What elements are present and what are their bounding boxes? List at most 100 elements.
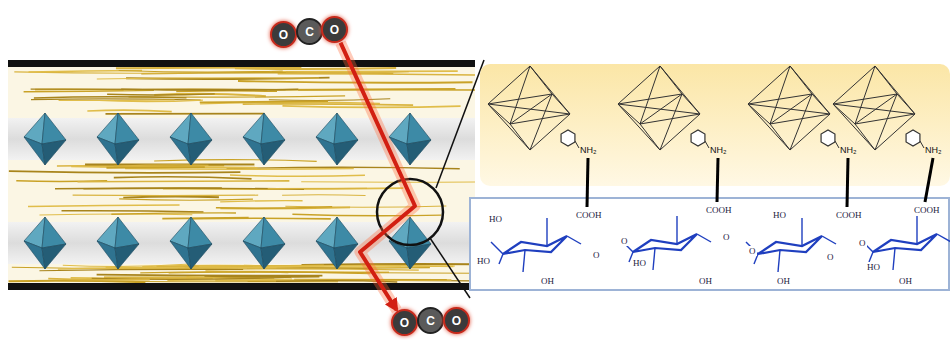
cage-edge: [833, 104, 915, 114]
sugar-ring: [758, 236, 822, 254]
cage-edge: [748, 104, 790, 150]
cage-edge: [770, 94, 812, 124]
chem-label: HO: [488, 214, 503, 224]
cage-edge: [510, 124, 530, 150]
cage-edge: [618, 104, 660, 150]
cage-edge: [833, 94, 897, 104]
cage-edge: [488, 104, 530, 150]
cage-face: [97, 137, 118, 165]
graphene-sheet: [191, 217, 331, 219]
graphene-sheet: [107, 94, 215, 95]
chem-label: COOH: [575, 210, 603, 220]
graphene-sheet: [114, 177, 252, 179]
chem-label: COOH: [913, 205, 941, 215]
sugar-bond: [567, 236, 581, 244]
graphene-sheet: [111, 213, 236, 214]
graphene-sheet: [235, 68, 396, 69]
graphene-sheet: [243, 104, 413, 105]
sugar-bond: [546, 218, 547, 246]
chem-label: O: [592, 250, 601, 260]
graphene-sheet: [253, 266, 453, 268]
graphene-sheet: [286, 72, 409, 73]
phenyl-ring: [561, 130, 575, 146]
cage-face: [407, 244, 431, 269]
graphene-sheet: [216, 207, 332, 209]
cage-edge: [618, 94, 682, 104]
graphene-sheet: [9, 171, 240, 173]
cage-face: [42, 217, 66, 248]
chem-label: HO: [866, 262, 881, 272]
chem-label: COOH: [705, 205, 733, 215]
graphene-sheet: [85, 163, 254, 165]
cage-edge: [855, 124, 875, 150]
cage-face: [188, 113, 212, 144]
chem-label: NH₂: [580, 145, 597, 155]
diffusion-arrow: [341, 43, 415, 311]
graphene-sheet: [123, 196, 219, 197]
sugar-chain: [491, 216, 950, 272]
cage-face: [115, 244, 139, 269]
graphene-sheet: [119, 70, 283, 72]
sugar-bond: [801, 218, 802, 246]
cage-edge: [488, 94, 552, 104]
atom-label: O: [279, 28, 288, 42]
cage-face: [334, 217, 358, 248]
cage-face: [261, 244, 285, 269]
cage-edge: [552, 94, 570, 114]
sugar-ring: [873, 234, 937, 252]
cage-edge: [640, 94, 682, 124]
cage-edge: [748, 104, 770, 124]
graphene-sheet: [292, 214, 441, 216]
cage-face: [115, 217, 139, 248]
link-bond: [587, 158, 588, 207]
chemistry-panel: NH₂ NH₂ NH₂ NH₂: [480, 64, 950, 186]
sugar-bond: [893, 248, 895, 270]
sugar-bond: [523, 250, 525, 272]
cage-edge: [748, 104, 830, 114]
chem-label: O: [722, 232, 731, 242]
graphene-sheet: [62, 211, 204, 212]
chem-label: NH₂: [925, 145, 942, 155]
chemistry-panel: HOCOOHHOOOHOCOOHHOOOHOHOCOOHOOHOCOOHHOOH: [470, 198, 949, 290]
cage-face: [407, 140, 431, 165]
graphene-sheet: [31, 88, 286, 90]
cage-edge: [640, 124, 660, 150]
cage-face: [316, 137, 337, 165]
cage-face: [261, 217, 285, 248]
arrow-glow: [341, 43, 415, 311]
chem-label: NH₂: [710, 145, 727, 155]
chem-label: OH: [698, 276, 713, 286]
phenyl-ring: [906, 130, 920, 146]
cage-edge: [770, 66, 790, 124]
cage-edge: [897, 94, 915, 114]
graphene-sheet: [87, 110, 171, 112]
chem-label: COOH: [835, 210, 863, 220]
cage-face: [97, 241, 118, 269]
chem-label: OH: [776, 276, 791, 286]
atom-circle: O: [443, 307, 470, 334]
atom-circle: O: [391, 309, 418, 336]
chem-label: O: [858, 238, 867, 248]
chem-label: O: [748, 246, 757, 256]
graphene-sheet: [298, 89, 475, 91]
cage-face: [188, 244, 212, 269]
graphene-sheet: [200, 101, 328, 102]
chem-label: NH₂: [840, 145, 857, 155]
bond: [575, 141, 579, 148]
phenyl-ring: [821, 130, 835, 146]
graphene-sheet: [282, 194, 365, 196]
graphene-sheet: [301, 181, 475, 182]
cage-face: [24, 137, 45, 165]
cage-face: [334, 244, 358, 269]
cage-edge: [530, 66, 552, 94]
graphene-sheet: [31, 99, 201, 100]
atom-label: O: [400, 316, 409, 330]
graphene-sheet: [199, 266, 455, 268]
atom-circle: C: [417, 307, 444, 334]
cage-edge: [833, 104, 855, 124]
graphene-sheet: [119, 199, 253, 200]
cage-face: [261, 113, 285, 144]
graphene-sheet: [48, 279, 149, 280]
cage-face: [42, 244, 66, 269]
